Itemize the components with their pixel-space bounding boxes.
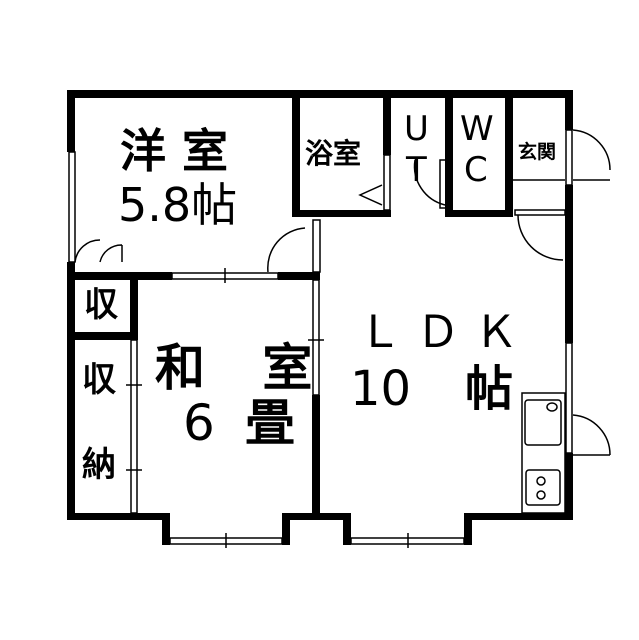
storage-small-label: 収 xyxy=(84,285,118,325)
bath-label: 浴室 xyxy=(305,137,362,170)
western-room-size: 5.8帖 xyxy=(118,178,238,232)
closet-label-1: 収 xyxy=(82,360,116,400)
doors-windows xyxy=(68,129,611,548)
ldk-size-unit: 帖 xyxy=(465,361,514,417)
walls xyxy=(67,90,573,545)
closet-label-2: 納 xyxy=(82,445,116,485)
japanese-room-name: 和 室 xyxy=(155,339,313,397)
wc-label-w: W xyxy=(460,109,494,149)
ut-label-u: U xyxy=(404,109,429,149)
western-room-name: 洋 室 xyxy=(120,124,229,178)
japanese-room-size-num: 6 xyxy=(183,394,215,452)
ldk-label: Ｌ Ｄ Ｋ xyxy=(358,307,518,358)
japanese-room-size-unit: 畳 xyxy=(245,394,295,452)
wc-label-c: C xyxy=(464,150,488,190)
ut-label-t: T xyxy=(406,150,427,190)
entrance-label: 玄関 xyxy=(518,141,557,163)
ldk-size-num: 10 xyxy=(350,361,412,417)
